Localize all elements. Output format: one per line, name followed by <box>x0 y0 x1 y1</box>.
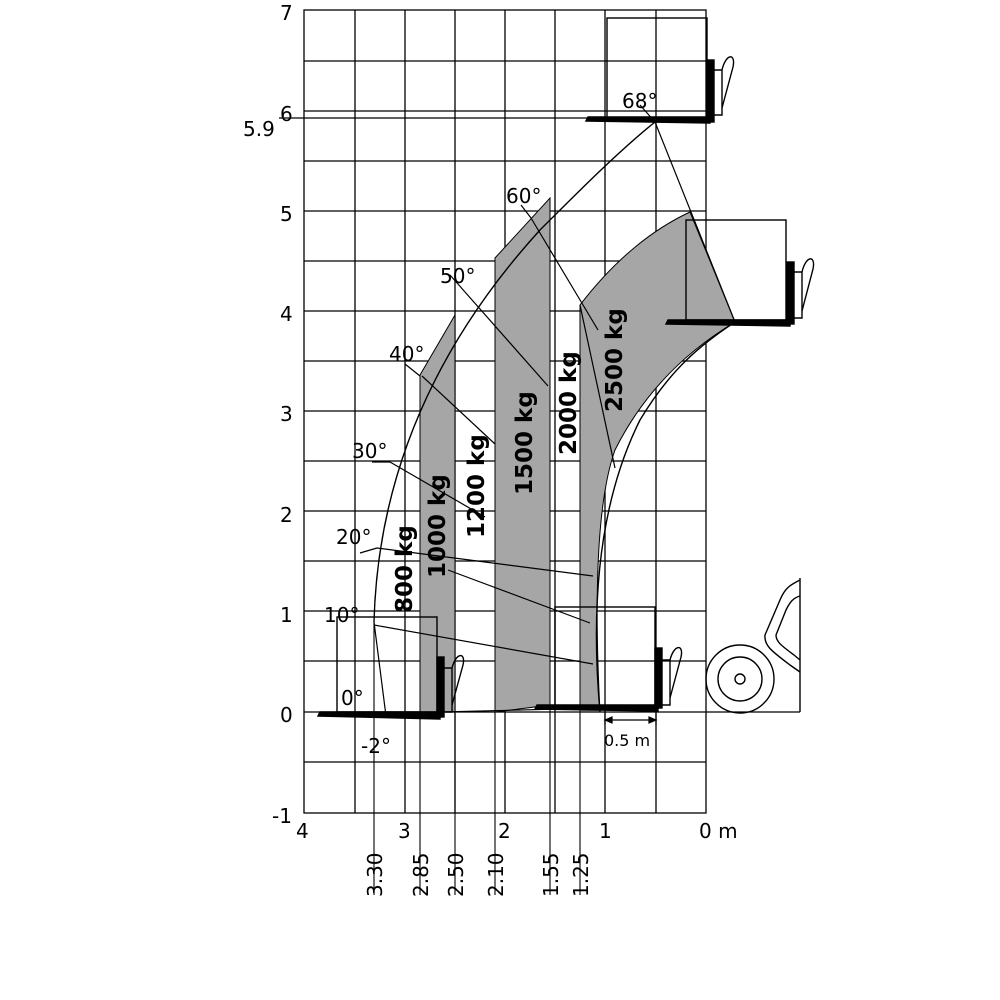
scale-label: 0.5 m <box>604 731 650 750</box>
zone-label-1000kg: 1000 kg <box>425 474 451 578</box>
zone-2500kg-fill <box>579 211 736 713</box>
forks-ground-near <box>533 606 683 712</box>
outer-arc <box>373 121 656 623</box>
telehandler-machine <box>705 578 801 714</box>
zone-label-800kg: 800 kg <box>392 525 418 613</box>
y-tick-7: 7 <box>280 1 293 25</box>
reach-2-85: 2.85 <box>409 852 433 897</box>
forks-top <box>584 17 735 124</box>
angle-60: 60° <box>506 184 541 208</box>
y-tick-3: 3 <box>280 402 293 426</box>
angle-10: 10° <box>324 603 359 627</box>
y-tick-2: 2 <box>280 503 293 527</box>
angle-0: 0° <box>341 686 364 710</box>
inner-arc <box>595 321 736 713</box>
reach-2-10: 2.10 <box>484 852 508 897</box>
y-marker-5-9: 5.9 <box>243 117 275 141</box>
reach-3-30: 3.30 <box>363 852 387 897</box>
y-tick-5: 5 <box>280 202 293 226</box>
y-tick-minus1: -1 <box>272 804 292 828</box>
shaded-zones <box>419 196 736 713</box>
angle-50: 50° <box>440 264 475 288</box>
zone-label-1500kg: 1500 kg <box>512 391 538 495</box>
zone-1500kg-fill <box>494 196 551 713</box>
y-tick-6: 6 <box>280 102 293 126</box>
x-tick-4: 4 <box>296 819 309 843</box>
zone-labels: 800 kg 1000 kg 1200 kg 1500 kg 2000 kg 2… <box>392 308 628 613</box>
angle-lines <box>359 104 736 717</box>
front-wheel <box>705 644 775 714</box>
reach-tick-labels: 3.30 2.85 2.50 2.10 1.55 1.25 <box>363 852 593 897</box>
zone-label-2000kg: 2000 kg <box>556 351 582 455</box>
x-tick-1: 1 <box>599 819 612 843</box>
x-tick-2: 2 <box>498 819 511 843</box>
envelope <box>373 121 736 713</box>
y-tick-0: 0 <box>280 703 293 727</box>
scale-bar <box>603 712 658 725</box>
angle-minus2: -2° <box>361 734 391 758</box>
reach-2-50: 2.50 <box>444 852 468 897</box>
zone-label-1200kg: 1200 kg <box>464 434 490 538</box>
angle-40: 40° <box>389 342 424 366</box>
angle-30: 30° <box>352 439 387 463</box>
x-tick-0m: 0 m <box>699 819 738 843</box>
zone-label-2500kg: 2500 kg <box>602 308 628 412</box>
x-axis-ticks: 4 3 2 1 0 m <box>296 819 738 843</box>
reach-guides <box>373 622 581 895</box>
x-tick-3: 3 <box>398 819 411 843</box>
y-tick-1: 1 <box>280 603 293 627</box>
y-axis-ticks: 7 6 5 4 3 2 1 0 -1 5.9 <box>243 1 293 828</box>
forks-ground-far <box>316 616 465 720</box>
reach-1-25: 1.25 <box>569 852 593 897</box>
angle-68: 68° <box>622 89 657 113</box>
reach-1-55: 1.55 <box>539 852 563 897</box>
forks-mid <box>664 219 815 327</box>
y-tick-4: 4 <box>280 302 293 326</box>
angle-labels: 68° 60° 50° 40° 30° 20° 10° 0° -2° <box>324 89 657 758</box>
angle-20: 20° <box>336 525 371 549</box>
